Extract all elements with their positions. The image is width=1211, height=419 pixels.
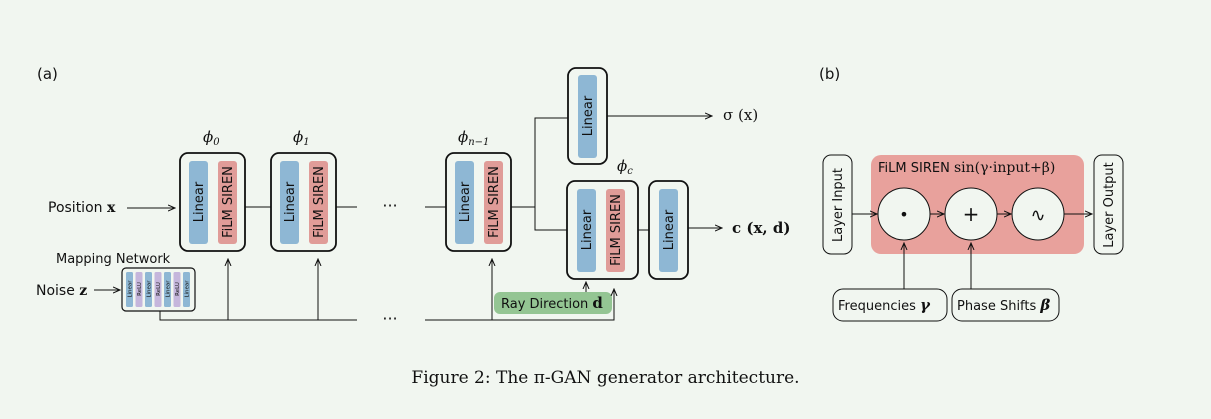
phi-n1-film-layer: [484, 161, 503, 244]
multiply-op-symbol: •: [899, 205, 908, 224]
phi-c-label: ϕc: [617, 157, 633, 177]
color-linear-layer: [659, 189, 678, 272]
mapping-layer-2: [145, 272, 152, 307]
mapping-layer-label-0: Linear: [128, 280, 134, 298]
phi-n1-linear-layer: [455, 161, 474, 244]
mapping-network-title: Mapping Network: [56, 252, 171, 267]
panel-b-label: (b): [819, 65, 840, 83]
color-linear-label: Linear: [662, 209, 677, 250]
conditioning-bus-left: [159, 311, 357, 321]
phase-shifts-label: Phase Shifts β: [957, 296, 1050, 314]
add-op-symbol: +: [963, 202, 980, 226]
noise-input-label: Noise z: [36, 283, 87, 299]
phi-0-film-label: FiLM SIREN: [221, 166, 236, 238]
figure-caption: Figure 2: The π-GAN generator architectu…: [411, 368, 800, 388]
layer-input-box: [822, 154, 853, 255]
phi-c-film-label: FiLM SIREN: [609, 194, 624, 266]
phi-0-linear-label: Linear: [192, 181, 207, 222]
phi-c-film-layer: [606, 189, 625, 272]
sigma-linear-label: Linear: [581, 95, 596, 136]
phase-shifts-box: [951, 288, 1060, 322]
mapping-layer-label-2: Linear: [147, 280, 153, 298]
phi-n1-linear-label: Linear: [458, 181, 473, 222]
mapping-layer-4: [164, 272, 171, 307]
layer-input-label: Layer Input: [831, 168, 846, 242]
phi-1-film-layer: [309, 161, 328, 244]
mapping-layer-0: [126, 272, 133, 307]
sine-icon: ∿: [1030, 205, 1045, 226]
mapping-layer-6: [183, 272, 190, 307]
layer-output-label: Layer Output: [1102, 162, 1117, 248]
phi-c-linear-layer: [577, 189, 596, 272]
frequencies-box: [832, 288, 948, 322]
color-output-label: c (x, d): [732, 219, 790, 237]
frequencies-label: Frequencies γ: [838, 296, 931, 314]
phi-0-linear-layer: [189, 161, 208, 244]
ellipsis-top: ···: [382, 196, 397, 215]
film-panel-title: FiLM SIREN sin(γ·input+β): [878, 160, 1055, 176]
mapping-layer-3: [154, 272, 162, 307]
conditioning-bus-right: [425, 289, 614, 321]
ray-direction-label: Ray Direction d: [501, 294, 603, 312]
mapping-layer-label-1: ReLU: [137, 282, 143, 296]
link-to-sigma-head: [511, 117, 568, 208]
layer-output-box: [1093, 154, 1124, 255]
mapping-layer-label-5: ReLU: [175, 282, 181, 296]
phi-0-film-layer: [218, 161, 237, 244]
mapping-layer-label-6: Linear: [185, 280, 191, 298]
ellipsis-bottom: ···: [382, 309, 397, 328]
phi-n1-label: ϕn−1: [458, 128, 489, 148]
sigma-output-label: σ (x): [723, 106, 758, 124]
architecture-diagram: (a) Position x Noise z Mapping Network L…: [36, 65, 1124, 328]
sigma-linear-layer: [578, 75, 597, 158]
mapping-layer-1: [135, 272, 143, 307]
phi-1-linear-layer: [280, 161, 299, 244]
phi-0-label: ϕ0: [203, 128, 220, 148]
ray-direction-box: [494, 292, 612, 314]
mapping-layer-label-3: ReLU: [156, 282, 162, 296]
link-to-phi-c: [534, 207, 567, 231]
panel-a-label: (a): [37, 65, 58, 83]
phi-n1-film-label: FiLM SIREN: [487, 166, 502, 238]
position-input-label: Position x: [48, 200, 116, 216]
phi-c-linear-label: Linear: [580, 209, 595, 250]
phi-1-label: ϕ1: [293, 128, 310, 148]
phi-1-film-label: FiLM SIREN: [312, 166, 327, 238]
mapping-layer-label-4: Linear: [166, 280, 172, 298]
phi-1-linear-label: Linear: [283, 181, 298, 222]
mapping-layer-5: [173, 272, 181, 307]
